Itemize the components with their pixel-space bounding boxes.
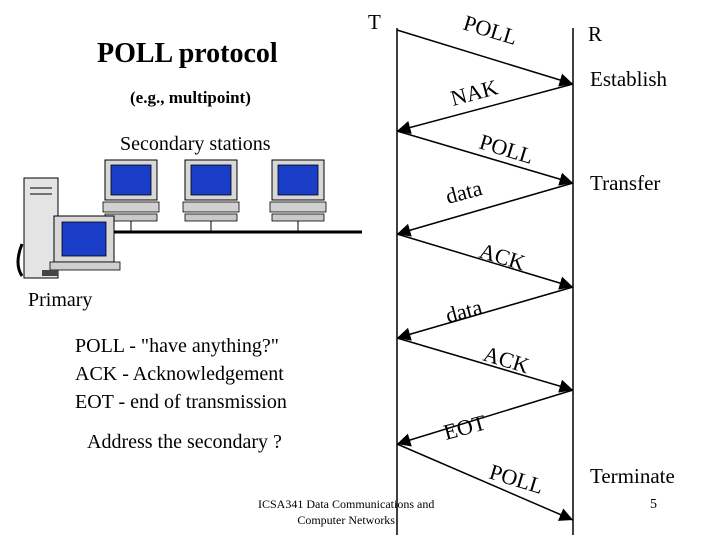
phase-terminate: Terminate: [590, 464, 675, 488]
msg-poll-1: POLL: [461, 10, 521, 50]
legend-item-ack: ACK - Acknowledgement: [75, 363, 284, 385]
arrow-ack-1: [396, 233, 574, 290]
primary-computer-icon: [16, 177, 121, 279]
msg-data-2: data: [443, 294, 485, 328]
address-question: Address the secondary ?: [87, 431, 282, 453]
footer: ICSA341 Data Communications and Computer…: [258, 496, 434, 528]
footer-line-2: Computer Networks: [297, 513, 395, 527]
page-title: POLL protocol: [97, 38, 278, 69]
legend: POLL - "have anything?" ACK - Acknowledg…: [75, 332, 287, 416]
arrow-data-2: [396, 286, 574, 341]
arrow-eot: [396, 389, 574, 447]
primary-label: Primary: [28, 289, 93, 311]
phase-establish: Establish: [590, 67, 667, 91]
page-number: 5: [650, 497, 657, 512]
msg-eot: EOT: [441, 409, 489, 444]
msg-ack-2: ACK: [481, 341, 533, 379]
computer-icon: [269, 159, 327, 232]
page-subtitle: (e.g., multipoint): [130, 88, 251, 107]
transmitter-label: T: [368, 10, 381, 34]
legend-item-poll: POLL - "have anything?": [75, 335, 279, 357]
receiver-label: R: [588, 22, 603, 46]
msg-poll-3: POLL: [487, 459, 547, 499]
computer-icon: [102, 159, 160, 232]
msg-data-1: data: [443, 175, 485, 209]
secondary-stations-label: Secondary stations: [120, 133, 271, 155]
msg-ack-1: ACK: [477, 238, 529, 276]
legend-item-eot: EOT - end of transmission: [75, 391, 287, 413]
arrow-ack-2: [396, 337, 574, 393]
arrow-poll-3: [396, 443, 574, 521]
computer-icon: [182, 159, 240, 232]
arrow-nak: [396, 83, 574, 135]
arrow-poll-2: [396, 130, 574, 186]
phase-transfer: Transfer: [590, 171, 661, 195]
arrow-poll-1: [396, 29, 574, 87]
footer-line-1: ICSA341 Data Communications and: [258, 497, 435, 511]
arrow-data-1: [396, 182, 574, 237]
